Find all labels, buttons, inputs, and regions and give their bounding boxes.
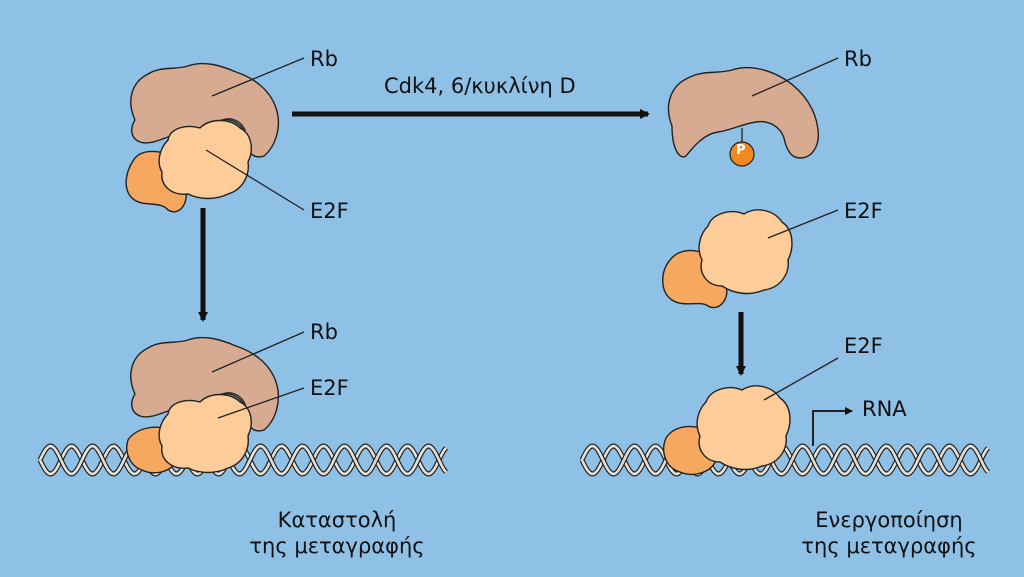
label-e2f-top-left: E2F [310, 199, 349, 223]
label-e2f-bottom-left: E2F [310, 376, 349, 400]
dna-helix-right [579, 443, 990, 477]
phosphate-icon [729, 141, 755, 167]
label-rb-top-right: Rb [844, 47, 872, 71]
dna-strand-1 [38, 444, 448, 476]
caption-activation-line1: Ενεργοποίηση [815, 508, 963, 532]
caption-repression-line1: Καταστολή [277, 508, 397, 532]
label-rb-top-left: Rb [310, 47, 338, 71]
caption-repression-line2: της μεταγραφής [249, 533, 425, 558]
e2f-on-dna [662, 385, 791, 476]
transcription-start-arrow [812, 407, 853, 446]
label-rb-bottom-left: Rb [310, 320, 338, 344]
label-e2f-bottom-right: E2F [844, 334, 883, 358]
e2f-protein-shape [158, 119, 252, 200]
rb-phosphorylated [667, 66, 819, 167]
dna-strand-1 [580, 444, 990, 476]
caption-activation-line2: της μεταγραφής [801, 533, 977, 558]
label-e2f-free: E2F [844, 199, 883, 223]
label-kinase: Cdk4, 6/κυκλίνη D [384, 74, 576, 98]
caption-repression: Καταστολή της μεταγραφής [207, 508, 467, 559]
phosphate-label: P [736, 143, 746, 158]
rb-e2f-complex-top [125, 62, 280, 213]
caption-activation: Ενεργοποίηση της μεταγραφής [759, 508, 1019, 559]
label-rna: RNA [862, 397, 907, 421]
e2f-free [662, 209, 793, 309]
